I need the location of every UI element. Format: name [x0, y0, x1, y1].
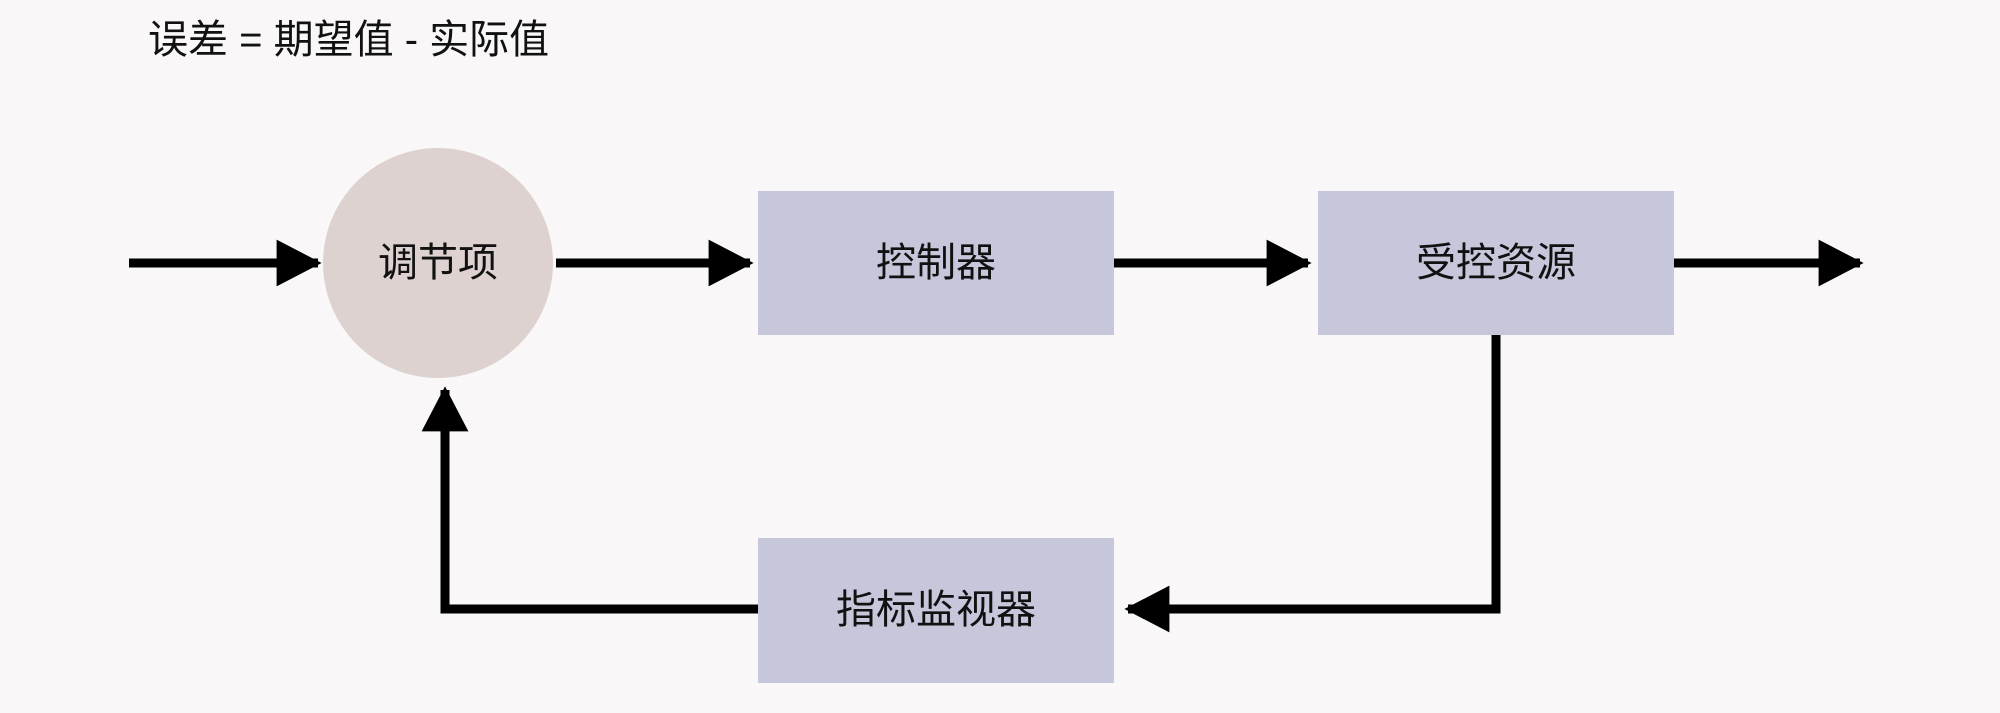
edge-resource-to-monitor — [1124, 335, 1501, 633]
node-summing-junction[interactable] — [323, 148, 553, 378]
node-controller[interactable] — [758, 191, 1114, 335]
edge-monitor-to-junction — [421, 386, 758, 614]
node-controller-label: 控制器 — [876, 241, 996, 285]
node-metric-monitor-label: 指标监视器 — [836, 588, 1036, 632]
node-metric-monitor[interactable] — [758, 538, 1114, 683]
node-controlled-resource[interactable] — [1318, 191, 1674, 335]
error-formula-label: 误差 = 期望值 - 实际值 — [148, 18, 549, 62]
node-summing-junction-label: 调节项 — [378, 241, 498, 285]
node-controlled-resource-label: 受控资源 — [1416, 241, 1576, 285]
